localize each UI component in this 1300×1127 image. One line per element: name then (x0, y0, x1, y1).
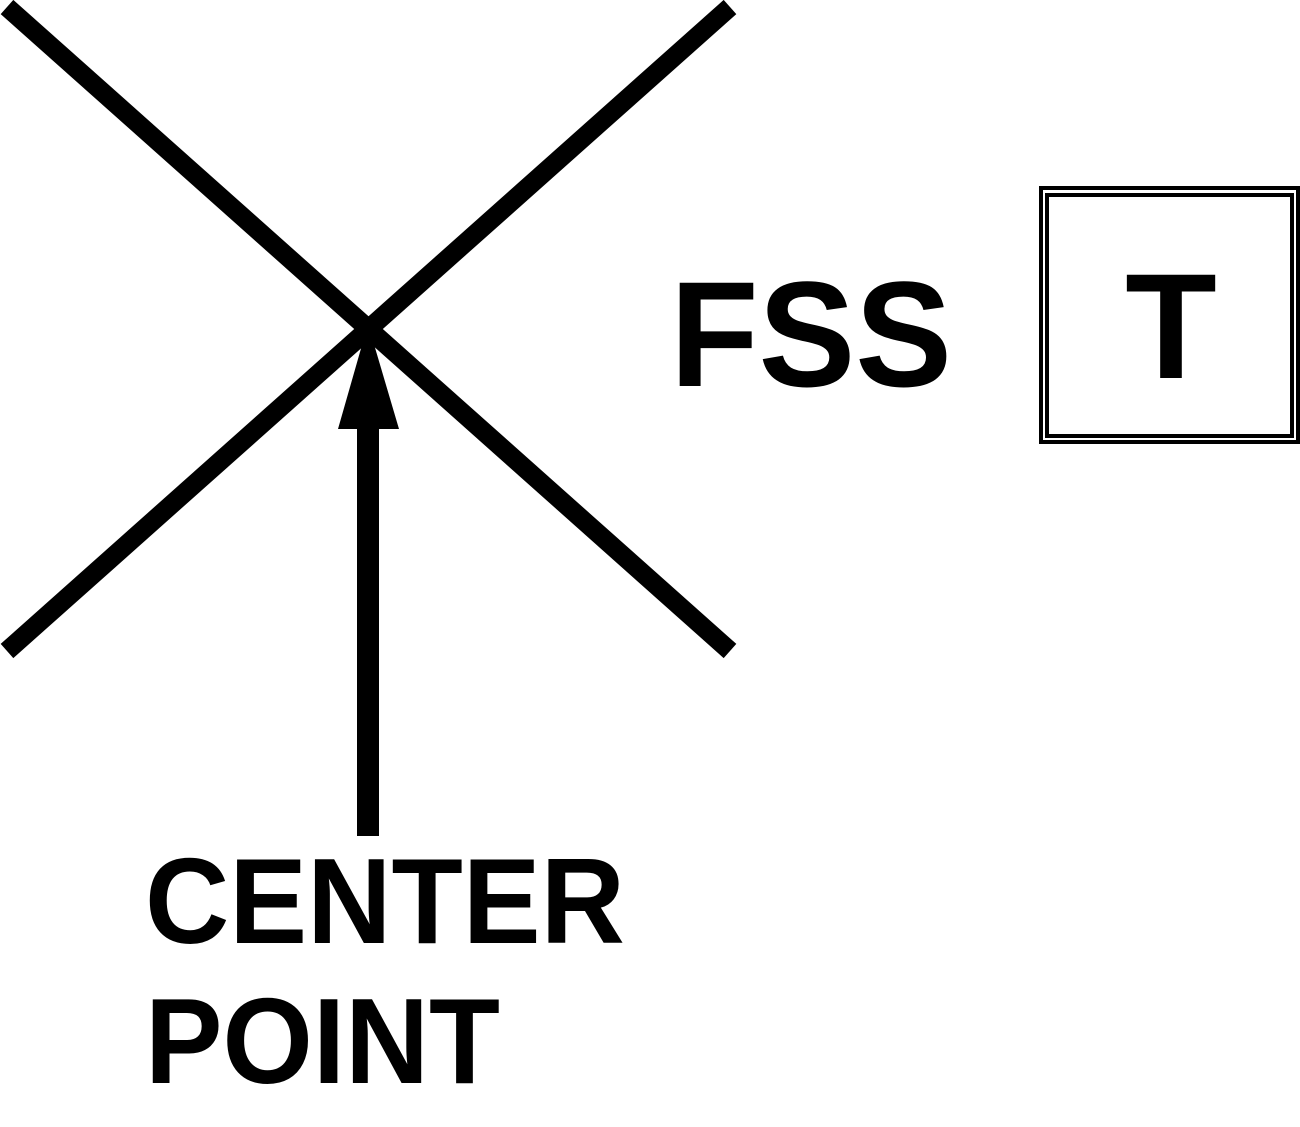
fss-label: FSS (670, 250, 952, 418)
arrow-head (338, 324, 399, 429)
center-label-line1: CENTER (145, 833, 625, 969)
box-inner-frame (1045, 193, 1294, 438)
box-outer-frame (1039, 186, 1300, 444)
center-point-arrow (338, 324, 399, 836)
boxed-letter: T (1039, 186, 1300, 444)
box-letter: T (1125, 242, 1217, 410)
center-label-line2: POINT (145, 973, 500, 1109)
